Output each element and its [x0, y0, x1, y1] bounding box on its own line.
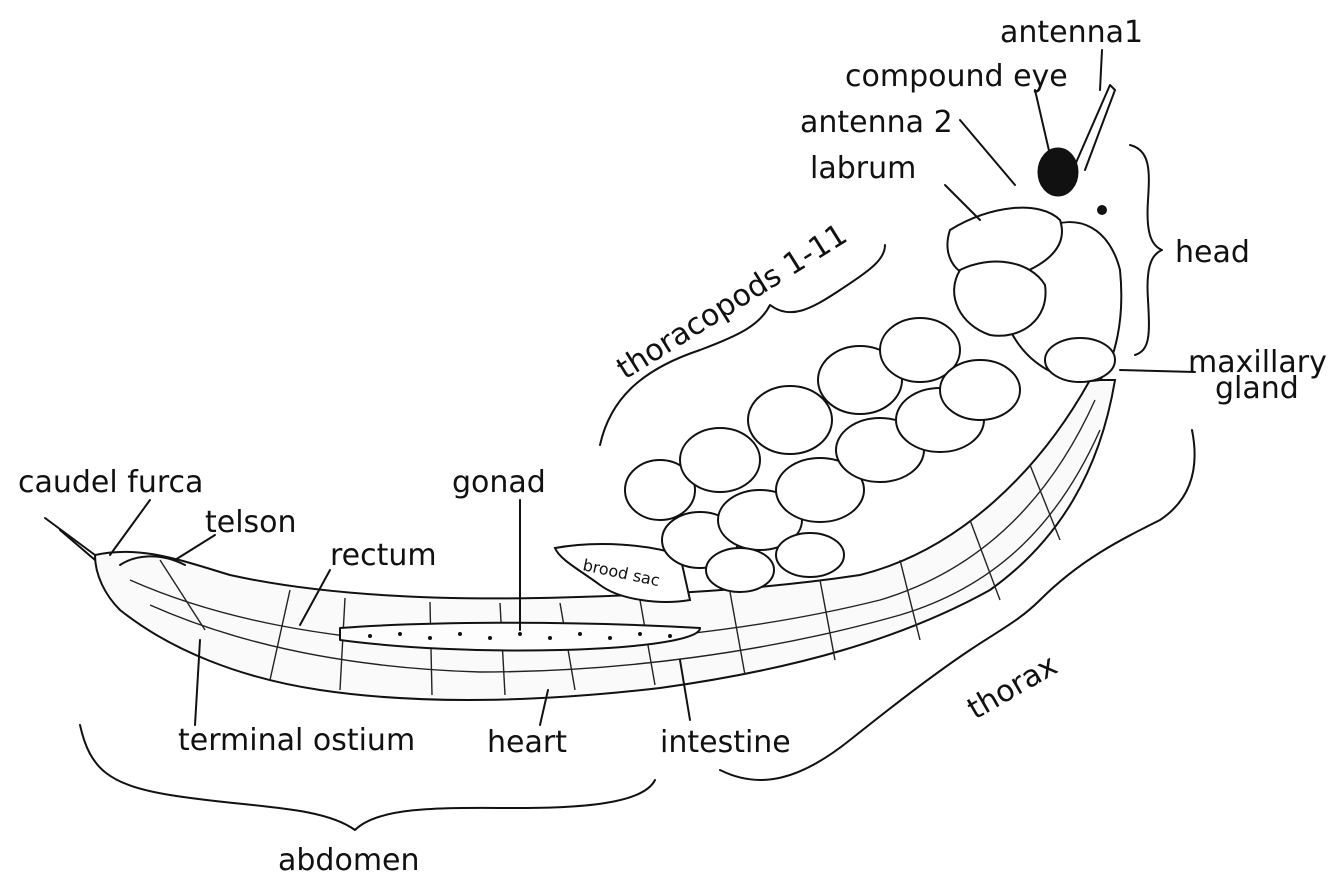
- compound-eye-shape: [1038, 148, 1078, 196]
- label-caudal-furca: caudel furca: [18, 465, 203, 500]
- label-labrum: labrum: [810, 151, 916, 186]
- label-head: head: [1175, 235, 1250, 270]
- label-rectum: rectum: [330, 538, 437, 573]
- label-telson: telson: [205, 505, 297, 540]
- label-terminal-ostium: terminal ostium: [178, 723, 415, 758]
- label-gonad: gonad: [452, 465, 546, 500]
- head-shape: [947, 85, 1121, 382]
- label-abdomen: abdomen: [278, 843, 420, 878]
- head-bracket: [1130, 145, 1162, 355]
- label-intestine: intestine: [660, 725, 791, 760]
- label-thorax: thorax: [962, 648, 1064, 727]
- label-compound-eye: compound eye: [845, 59, 1068, 94]
- label-heart: heart: [487, 725, 567, 760]
- label-antenna1: antenna1: [1000, 15, 1143, 50]
- label-maxillary-gland-line2: gland: [1215, 371, 1299, 406]
- label-antenna2: antenna 2: [800, 105, 953, 140]
- label-maxillary-gland: maxillary gland: [1188, 345, 1336, 406]
- label-thoracopods: thoracopods 1-11: [611, 217, 854, 387]
